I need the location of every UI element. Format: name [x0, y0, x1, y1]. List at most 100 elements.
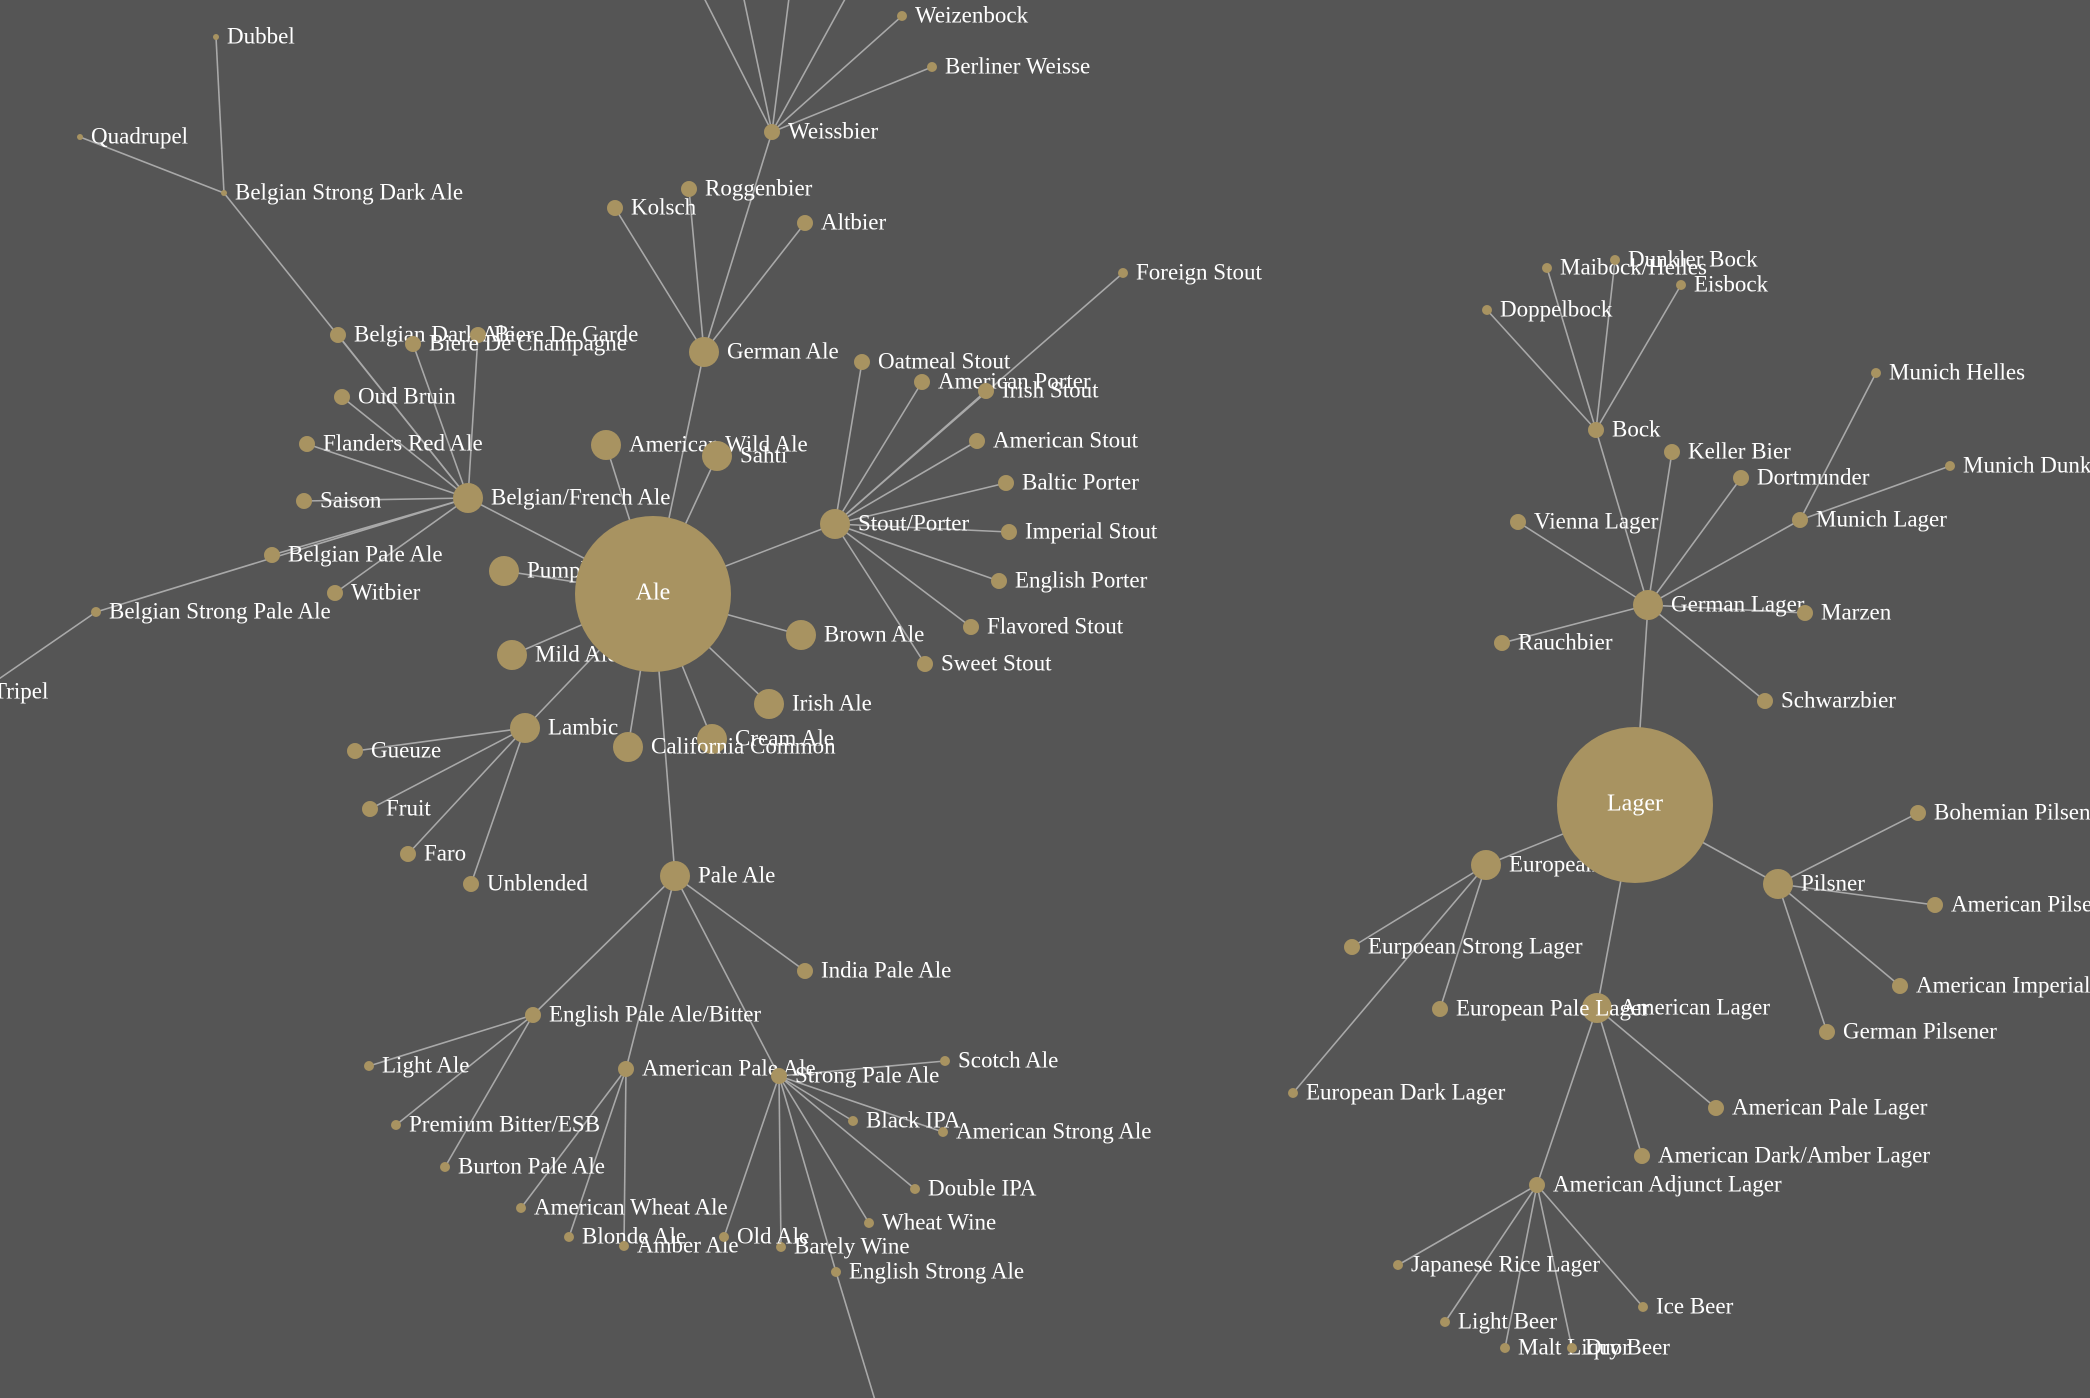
node-oud-bruin[interactable]: Oud Bruin [334, 383, 456, 408]
node-circle[interactable] [697, 724, 727, 754]
node-circle[interactable] [1927, 897, 1943, 913]
node-oatmeal-stout[interactable]: Oatmeal Stout [854, 348, 1011, 373]
node-european-dark-lager[interactable]: European Dark Lager [1288, 1079, 1506, 1104]
node-circle[interactable] [917, 656, 933, 672]
node-circle[interactable] [771, 1068, 787, 1084]
node-circle[interactable] [221, 190, 227, 196]
node-circle[interactable] [1494, 635, 1510, 651]
node-circle[interactable] [969, 433, 985, 449]
node-circle[interactable] [1819, 1024, 1835, 1040]
node-california-common[interactable]: California Common [613, 732, 836, 762]
node-american-strong-ale[interactable]: American Strong Ale [938, 1118, 1151, 1143]
node-circle[interactable] [607, 200, 623, 216]
node-brown-ale[interactable]: Brown Ale [786, 620, 924, 650]
node-circle[interactable] [660, 861, 690, 891]
node-circle[interactable] [689, 337, 719, 367]
node-circle[interactable] [1432, 1001, 1448, 1017]
node-circle[interactable] [77, 134, 83, 140]
node-circle[interactable] [897, 11, 907, 21]
node-circle[interactable] [334, 389, 350, 405]
node-circle[interactable] [1582, 993, 1612, 1023]
node-circle[interactable] [1664, 444, 1680, 460]
node-english-porter[interactable]: English Porter [991, 567, 1148, 592]
node-circle[interactable] [510, 713, 540, 743]
node-circle[interactable] [764, 124, 780, 140]
node-unblended[interactable]: Unblended [463, 870, 588, 895]
node-circle[interactable] [1634, 1148, 1650, 1164]
node-scotch-ale[interactable]: Scotch Ale [940, 1047, 1058, 1072]
node-circle[interactable] [1792, 512, 1808, 528]
node-circle[interactable] [405, 336, 421, 352]
node-bohemian-pilsener[interactable]: Bohemian Pilsener [1910, 799, 2090, 824]
node-circle[interactable] [213, 34, 219, 40]
node-fruit[interactable]: Fruit [362, 795, 431, 820]
node-marzen[interactable]: Marzen [1797, 599, 1892, 624]
node-circle[interactable] [1676, 280, 1686, 290]
node-circle[interactable] [940, 1056, 950, 1066]
node-schwarzbier[interactable]: Schwarzbier [1757, 687, 1896, 712]
node-biere-de-garde[interactable]: Biere De Garde [470, 321, 638, 346]
node-circle[interactable] [470, 327, 486, 343]
node-circle[interactable] [347, 743, 363, 759]
node-circle[interactable] [820, 509, 850, 539]
node-circle[interactable] [978, 383, 994, 399]
node-circle[interactable] [330, 327, 346, 343]
node-circle[interactable] [797, 215, 813, 231]
node-circle[interactable] [991, 573, 1007, 589]
node-american-pale-lager[interactable]: American Pale Lager [1708, 1094, 1928, 1119]
node-circle[interactable] [1500, 1343, 1510, 1353]
node-circle[interactable] [864, 1218, 874, 1228]
node-american-stout[interactable]: American Stout [969, 427, 1139, 452]
node-circle[interactable] [797, 963, 813, 979]
node-circle[interactable] [998, 475, 1014, 491]
node-india-pale-ale[interactable]: India Pale Ale [797, 957, 951, 982]
node-sahti[interactable]: Sahti [702, 441, 787, 471]
node-circle[interactable] [1633, 590, 1663, 620]
node-japanese-rice-lager[interactable]: Japanese Rice Lager [1393, 1251, 1600, 1276]
node-weizenbock[interactable]: Weizenbock [897, 2, 1029, 27]
node-dortmunder[interactable]: Dortmunder [1733, 464, 1870, 489]
node-sweet-stout[interactable]: Sweet Stout [917, 650, 1052, 675]
node-american-porter[interactable]: American Porter [914, 368, 1091, 393]
node-belgian-dark-ale[interactable]: Belgian Dark Ale [330, 321, 515, 346]
node-circle[interactable] [564, 1232, 574, 1242]
node-circle[interactable] [1733, 470, 1749, 486]
node-circle[interactable] [776, 1242, 786, 1252]
node-american-imperial-pilsner[interactable]: American Imperial Pilsner [1892, 972, 2090, 997]
node-circle[interactable] [1910, 805, 1926, 821]
node-circle[interactable] [1557, 727, 1713, 883]
node-ice-beer[interactable]: Ice Beer [1638, 1293, 1734, 1318]
node-circle[interactable] [400, 846, 416, 862]
node-circle[interactable] [1638, 1302, 1648, 1312]
node-american-dark-amber-lager[interactable]: American Dark/Amber Lager [1634, 1142, 1930, 1167]
node-circle[interactable] [1708, 1100, 1724, 1116]
node-keller-bier[interactable]: Keller Bier [1664, 438, 1791, 463]
node-circle[interactable] [91, 607, 101, 617]
node-stout-porter[interactable]: Stout/Porter [820, 509, 970, 539]
node-circle[interactable] [1288, 1088, 1298, 1098]
node-circle[interactable] [1001, 524, 1017, 540]
node-imperial-stout[interactable]: Imperial Stout [1001, 518, 1158, 543]
node-german-lager[interactable]: German Lager [1633, 590, 1805, 620]
node-circle[interactable] [914, 374, 930, 390]
node-english-pale-ale-bitter[interactable]: English Pale Ale/Bitter [525, 1001, 761, 1026]
node-cream-ale[interactable]: Cream Ale [697, 724, 834, 754]
node-european-pale-lager[interactable]: European Pale Lager [1432, 995, 1649, 1020]
node-belgian-french-ale[interactable]: Belgian/French Ale [453, 483, 671, 513]
node-circle[interactable] [296, 493, 312, 509]
node-burton-pale-ale[interactable]: Burton Pale Ale [440, 1153, 605, 1178]
node-circle[interactable] [854, 354, 870, 370]
node-circle[interactable] [1440, 1317, 1450, 1327]
node-weissbier[interactable]: Weissbier [764, 118, 878, 143]
node-circle[interactable] [516, 1203, 526, 1213]
node-circle[interactable] [1529, 1177, 1545, 1193]
node-belgian-strong-pale-ale[interactable]: Belgian Strong Pale Ale [91, 598, 331, 623]
node-dry-beer[interactable]: Dry Beer [1567, 1334, 1670, 1359]
node-circle[interactable] [938, 1127, 948, 1137]
node-circle[interactable] [848, 1116, 858, 1126]
node-dunkler-bock[interactable]: Dunkler Bock [1610, 246, 1758, 271]
node-wheat-wine[interactable]: Wheat Wine [864, 1209, 996, 1234]
node-rauchbier[interactable]: Rauchbier [1494, 629, 1613, 654]
node-munich-helles[interactable]: Munich Helles [1871, 359, 2025, 384]
node-barely-wine[interactable]: Barely Wine [776, 1233, 910, 1258]
